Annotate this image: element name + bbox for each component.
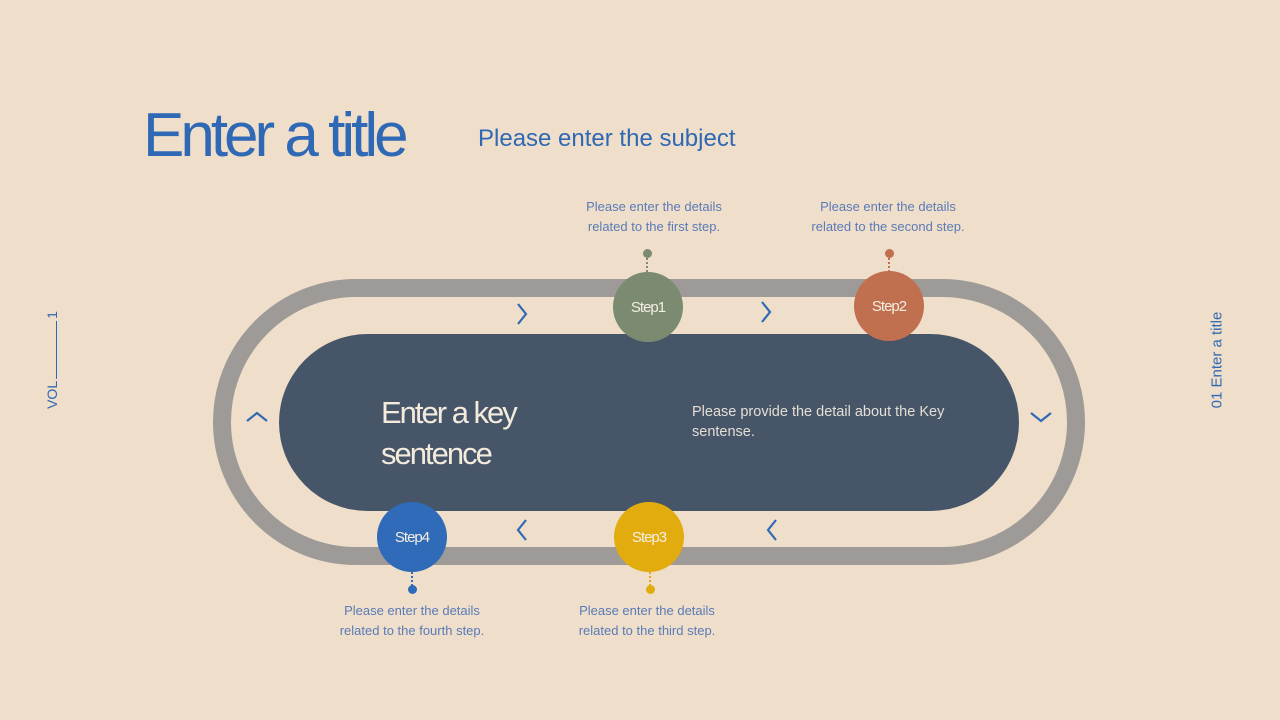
key-sentence: Enter a key sentence (381, 392, 581, 474)
step1-connector (646, 258, 648, 272)
page-subject: Please enter the subject (478, 125, 736, 152)
step4-marker-dot (408, 585, 417, 594)
page-title: Enter a title (143, 101, 409, 170)
key-detail-line1: Please provide the detail about the Key (692, 404, 945, 420)
volume-text: VOL (44, 380, 60, 409)
step1-description: Please enter the details related to the … (554, 197, 754, 237)
step3-description: Please enter the details related to the … (547, 601, 747, 641)
step1-label: Step1 (630, 298, 666, 316)
step3-circle[interactable]: Step3 (614, 502, 684, 572)
step4-desc-line2: related to the fourth step. (339, 623, 485, 638)
step2-circle[interactable]: Step2 (854, 271, 924, 341)
key-sentence-line2: sentence (381, 436, 493, 471)
step1-desc-line1: Please enter the details (586, 199, 722, 214)
step1-circle[interactable]: Step1 (613, 272, 683, 342)
key-sentence-panel (279, 334, 1019, 511)
step4-label: Step4 (394, 528, 430, 546)
step4-desc-line1: Please enter the details (344, 603, 480, 618)
step1-desc-line2: related to the first step. (587, 219, 721, 234)
step3-desc-line1: Please enter the details (579, 603, 715, 618)
step2-description: Please enter the details related to the … (788, 197, 988, 237)
volume-number: 1 (44, 311, 60, 319)
step2-desc-line2: related to the second step. (811, 219, 965, 234)
step4-connector (411, 572, 413, 586)
step2-desc-line1: Please enter the details (820, 199, 956, 214)
chevron-right-icon (510, 302, 534, 326)
step1-marker-dot (643, 249, 652, 258)
step2-marker-dot (885, 249, 894, 258)
step4-circle[interactable]: Step4 (377, 502, 447, 572)
key-sentence-line1: Enter a key (381, 395, 518, 430)
chevron-down-icon (1029, 405, 1053, 429)
step3-label: Step3 (631, 528, 667, 546)
step3-marker-dot (646, 585, 655, 594)
section-label-text: 01 Enter a title (1208, 311, 1226, 409)
key-detail-line2: sentense. (692, 424, 755, 440)
chevron-left-icon (510, 518, 534, 542)
key-sentence-detail: Please provide the detail about the Key … (692, 402, 982, 442)
step2-label: Step2 (871, 297, 907, 315)
volume-label: VOL 1 (35, 300, 69, 420)
step3-desc-line2: related to the third step. (578, 623, 716, 638)
step3-connector (649, 572, 651, 586)
chevron-left-icon (760, 518, 784, 542)
chevron-up-icon (245, 405, 269, 429)
step2-connector (888, 258, 890, 272)
section-label: 01 Enter a title (1200, 290, 1234, 430)
volume-divider (56, 320, 57, 379)
chevron-right-icon (754, 300, 778, 324)
step4-description: Please enter the details related to the … (312, 601, 512, 641)
